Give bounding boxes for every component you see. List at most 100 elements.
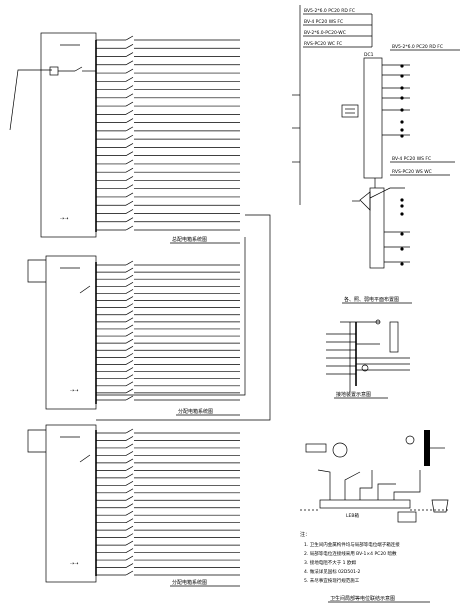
main-distribution-panel: ⇢⇢ 总配电箱系统图 xyxy=(9,32,271,421)
grounding-detail: 接地装置示意图 xyxy=(326,319,410,399)
panel-1-meter xyxy=(49,66,59,76)
circuit-row xyxy=(96,395,240,401)
circuit-row xyxy=(96,192,240,198)
outlet-symbol xyxy=(400,212,404,216)
outlet-symbol xyxy=(400,198,404,202)
note-1: 1. 卫生间内金属构件均与局部等电位端子箱连接 xyxy=(304,541,400,548)
circuit-row xyxy=(96,126,240,132)
outlet-symbol xyxy=(400,232,404,236)
panel-3-circuits xyxy=(96,428,240,576)
outlet-symbol xyxy=(400,247,404,251)
circuit-row xyxy=(96,525,240,531)
wiring-label-5: BV5-2*6.0 PC20 RD FC xyxy=(392,44,443,50)
dc-box xyxy=(363,57,383,179)
toilet-symbol xyxy=(431,499,449,513)
outlet-symbol xyxy=(400,120,404,124)
room-layout-plan: BV5-2*6.0 PC20 RD FC BV-4 PC20 WS FC BV-… xyxy=(292,5,460,304)
circuit-row xyxy=(96,518,240,524)
outlet-column xyxy=(400,64,404,266)
bonding-caption: 卫生间局部等电位联结示意图 xyxy=(330,595,395,602)
circuit-row xyxy=(96,77,240,82)
circuit-row xyxy=(96,488,240,494)
circuit-row xyxy=(96,303,240,308)
circuit-row xyxy=(96,388,240,394)
circuit-row xyxy=(96,143,240,148)
panel-2-circuits xyxy=(96,260,240,401)
circuit-row xyxy=(96,68,240,74)
circuit-row xyxy=(96,60,240,66)
circuit-row xyxy=(96,209,240,214)
circuit-row xyxy=(96,310,240,316)
panel-3-enclosure xyxy=(45,424,97,583)
circuit-row xyxy=(96,540,240,546)
circuit-row xyxy=(96,110,240,115)
circuit-row xyxy=(96,374,240,380)
panel-1-enclosure xyxy=(40,32,97,238)
outlet-symbol xyxy=(400,108,404,112)
wiring-label-6: BV-4 PC20 WS FC xyxy=(392,156,431,162)
note-3: 3. 接地电阻不大于 1 欧姆 xyxy=(304,559,356,566)
panel-3-caption: 分配电箱系统图 xyxy=(172,579,207,586)
circuit-row xyxy=(96,118,240,123)
circuit-row xyxy=(96,101,240,107)
circuit-row xyxy=(96,533,240,538)
panel-2-enclosure xyxy=(45,255,97,410)
wiring-label-2: BV-4 PC20 WS FC xyxy=(304,19,343,25)
circuit-row xyxy=(96,167,240,173)
feeder-to-panel-2 xyxy=(96,237,246,396)
circuit-row xyxy=(96,548,240,553)
bonding-bar xyxy=(319,499,411,509)
circuit-row xyxy=(96,134,240,140)
circuit-row xyxy=(96,481,240,486)
wiring-label-3: BV-2*6.0-PC20-WC xyxy=(304,30,346,36)
circuit-row xyxy=(96,563,240,568)
feeder-to-panel-3 xyxy=(96,214,271,421)
circuit-row xyxy=(96,43,240,49)
circuit-row xyxy=(96,289,240,294)
circuit-row xyxy=(96,176,240,181)
circuit-row xyxy=(96,85,240,90)
note-4: 4. 做法详见国标 02D501-2 xyxy=(304,568,361,575)
circuit-row xyxy=(96,225,240,231)
svg-text:⇢⇢: ⇢⇢ xyxy=(70,388,78,394)
dc-box-label: DC1 xyxy=(364,52,374,58)
circuit-row xyxy=(96,200,240,206)
wiring-label-1: BV5-2*6.0 PC20 RD FC xyxy=(304,8,355,14)
circuit-row xyxy=(96,510,240,516)
wiring-label-7: RVS-PC20 WS WC xyxy=(392,169,432,175)
circuit-row xyxy=(96,282,240,287)
circuit-row xyxy=(96,367,240,372)
circuit-row xyxy=(96,159,240,165)
room-layout-caption: 各、照、弱电平面布置图 xyxy=(344,296,399,303)
outlet-symbol xyxy=(400,64,404,68)
outlet-symbol xyxy=(400,74,404,78)
outlet-symbol xyxy=(400,134,404,138)
circuit-row xyxy=(96,260,240,266)
panel-1-caption: 总配电箱系统图 xyxy=(172,236,207,243)
circuit-row xyxy=(96,274,240,280)
notes-title: 注： xyxy=(300,531,310,538)
grounding-caption: 接地装置示意图 xyxy=(336,391,371,398)
data-outlet-symbol xyxy=(359,191,371,211)
circuit-row xyxy=(96,360,240,365)
circuit-row xyxy=(96,317,240,323)
outlet-symbol xyxy=(400,96,404,100)
circuit-row xyxy=(96,35,240,41)
wall-hatch xyxy=(424,430,430,466)
circuit-row xyxy=(96,331,240,337)
circuit-row xyxy=(96,570,240,576)
circuit-row xyxy=(96,93,240,99)
outlet-symbol xyxy=(400,262,404,266)
wiring-label-4: RVS-PC20 WC FC xyxy=(304,41,342,47)
circuit-row xyxy=(96,184,240,190)
note-5: 5. 未尽事宜按现行规范施工 xyxy=(304,577,360,584)
svg-text:⇢⇢: ⇢⇢ xyxy=(60,216,68,222)
circuit-row xyxy=(96,466,240,471)
circuit-row xyxy=(96,381,240,387)
outlet-symbol xyxy=(400,128,404,132)
circuit-row xyxy=(96,428,240,434)
ground-terminal-box xyxy=(389,321,399,353)
circuit-row xyxy=(96,436,240,441)
circuit-row xyxy=(96,353,240,358)
circuit-row xyxy=(96,338,240,344)
